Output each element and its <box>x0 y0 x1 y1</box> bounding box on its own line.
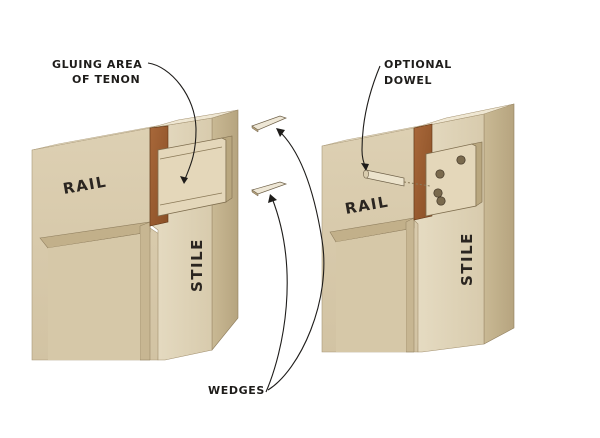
wedges-leader-1 <box>267 129 325 391</box>
wedges-label: WEDGES <box>208 384 265 397</box>
right-stile-top <box>413 103 515 129</box>
wedges-leader-2 <box>265 197 288 393</box>
right-panel-lower <box>336 230 406 352</box>
gluing-area-label-line2: OF TENON <box>72 73 140 86</box>
left-tenon-cheek <box>157 137 227 217</box>
right-tenon-cheek <box>425 143 477 217</box>
stile-label-left: STILE <box>188 238 206 292</box>
wedges-arrowhead-2 <box>268 194 277 203</box>
left-panel-molding-side <box>139 221 151 361</box>
gluing-area-label-line1: GLUING AREA <box>52 58 142 71</box>
right-tenon-shoulder <box>471 141 483 207</box>
left-stile-top <box>149 109 239 129</box>
wedge-bottom <box>251 181 288 197</box>
left-assembly <box>31 109 288 361</box>
right-panel-molding-side <box>405 217 415 353</box>
stile-label-right: STILE <box>458 232 476 286</box>
left-tenon-shoulder <box>221 135 233 203</box>
dowel-holes <box>433 155 466 206</box>
optional-dowel-label-line1: OPTIONAL <box>384 58 452 71</box>
optional-dowel-label-line2: DOWEL <box>384 74 432 87</box>
gluing-area-leader <box>147 62 197 183</box>
wedges-arrowhead-1 <box>276 128 285 137</box>
gluing-area-arrowhead <box>180 176 188 184</box>
right-stile-side <box>483 103 515 345</box>
optional-dowel-leader <box>361 65 381 169</box>
optional-dowel-arrowhead <box>361 163 369 171</box>
left-panel-lower <box>48 234 140 360</box>
dowel <box>363 169 431 187</box>
right-assembly <box>321 103 515 353</box>
wedge-top <box>251 115 287 133</box>
